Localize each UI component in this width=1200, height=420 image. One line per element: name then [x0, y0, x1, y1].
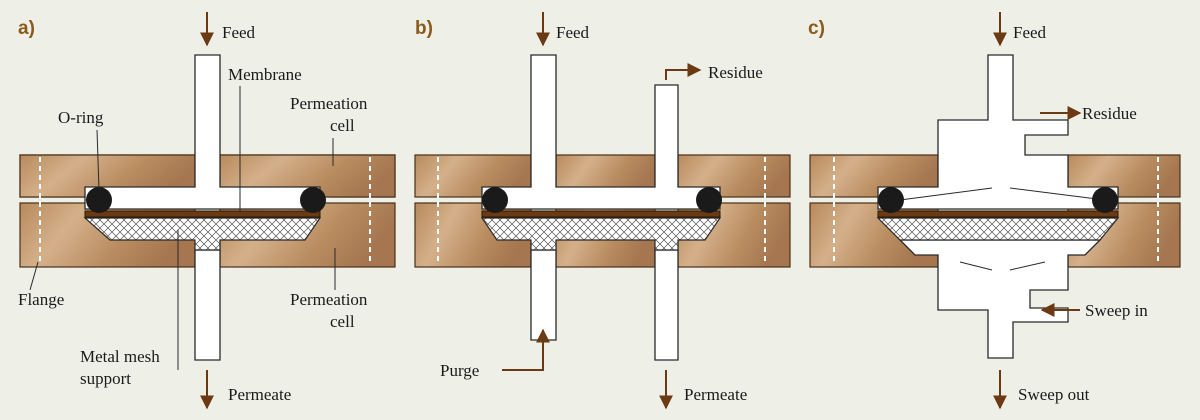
feed-label: Feed [222, 23, 256, 42]
permcell-top-label-2: cell [330, 116, 355, 135]
panel-a-label: a) [18, 18, 35, 39]
permcell-bot-label-1: Permeation [290, 290, 368, 309]
purge-pipe [530, 249, 557, 341]
upper-chamber-c [877, 54, 1119, 210]
flange-leader [29, 261, 39, 291]
cone-line-left-bot [959, 261, 993, 271]
residue-label-c: Residue [1082, 104, 1137, 123]
purge-arrow [502, 328, 550, 371]
mesh-support-c [876, 217, 1120, 241]
oring-right-c [1092, 187, 1118, 213]
permeate-pipe [194, 249, 221, 361]
purge-label: Purge [440, 361, 479, 380]
cone-line-left-top [899, 187, 993, 201]
oring-left [86, 187, 112, 213]
mesh-support [83, 217, 322, 251]
oring-left-b [482, 187, 508, 213]
permeate-label-b: Permeate [684, 385, 747, 404]
oring-right [300, 187, 326, 213]
membrane [84, 210, 321, 218]
oring-leader [96, 129, 100, 191]
oring-right-b [696, 187, 722, 213]
residue-arrow-b [665, 63, 702, 80]
residue-label-b: Residue [708, 63, 763, 82]
membrane-label: Membrane [228, 65, 302, 84]
lower-chamber-c [898, 239, 1102, 359]
sweep-out-label: Sweep out [1018, 385, 1090, 404]
membrane-b [481, 210, 721, 218]
cone-line-right-bot [1009, 261, 1046, 271]
oring-left-c [878, 187, 904, 213]
feed-label-b: Feed [556, 23, 590, 42]
feed-label-c: Feed [1013, 23, 1047, 42]
cone-line-right-top [1009, 187, 1106, 201]
permcell-bot-label-2: cell [330, 312, 355, 331]
mesh-support-b [480, 217, 722, 251]
mesh-label-1: Metal mesh [80, 347, 160, 366]
panel-b: b) Feed Residue Purge Permeate [414, 12, 791, 410]
permeate-pipe-b [654, 249, 679, 361]
permeate-label: Permeate [228, 385, 291, 404]
cavity-b [481, 54, 721, 210]
panel-c: c) Feed Residue Sweep in Sweep out [808, 12, 1181, 410]
flange-label: Flange [18, 290, 64, 309]
panel-c-label: c) [808, 18, 825, 39]
mesh-label-2: support [80, 369, 131, 388]
oring-label: O-ring [58, 108, 104, 127]
membrane-c [877, 210, 1119, 218]
panel-a: a) Feed Membrane O-ring Permeation cell [18, 12, 396, 410]
panel-b-label: b) [415, 18, 433, 39]
sweep-in-label: Sweep in [1085, 301, 1148, 320]
permcell-top-label-1: Permeation [290, 94, 368, 113]
